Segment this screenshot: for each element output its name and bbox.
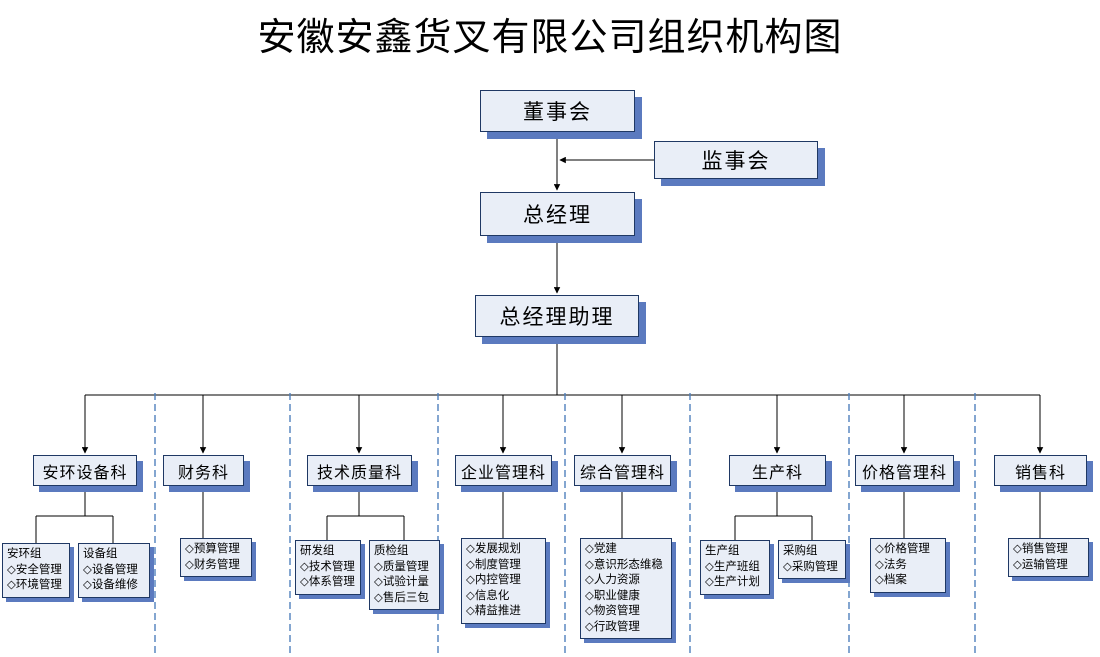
general-manager-box: 总经理 <box>480 192 635 236</box>
duty-box-finance: ◇预算管理 ◇财务管理 <box>180 538 252 578</box>
supervisory-board-box: 监事会 <box>654 141 818 179</box>
dept-box-finance: 财务科 <box>163 455 244 486</box>
duty-item: ◇档案 <box>875 574 907 587</box>
column-dividers <box>154 393 976 657</box>
group-title: 安环组 <box>7 548 42 560</box>
board-of-directors-box: 董事会 <box>480 90 635 132</box>
dept-box-safety-equipment: 安环设备科 <box>33 455 137 486</box>
duty-item: ◇意识形态维稳 <box>585 558 663 571</box>
duty-item: ◇销售管理 <box>1013 543 1068 555</box>
dept-box-price-mgmt: 价格管理科 <box>855 455 954 486</box>
dept-box-tech-quality: 技术质量科 <box>307 455 412 486</box>
duty-item: ◇财务管理 <box>185 558 240 571</box>
group-title: 采购组 <box>783 545 818 557</box>
duty-item: ◇行政管理 <box>585 620 640 633</box>
group-item: ◇技术管理 <box>300 560 355 573</box>
dept-box-enterprise-mgmt: 企业管理科 <box>455 455 552 486</box>
group-item: ◇设备维修 <box>83 579 138 592</box>
dept-box-production: 生产科 <box>729 455 826 486</box>
duty-item: ◇信息化 <box>466 589 510 602</box>
duty-item: ◇价格管理 <box>875 543 930 555</box>
group-item: ◇质量管理 <box>374 560 429 573</box>
dept-box-sales: 销售科 <box>994 455 1087 486</box>
group-box-safety: 安环组 ◇安全管理 ◇环境管理 <box>2 543 70 598</box>
dept-box-general-mgmt: 综合管理科 <box>574 455 671 486</box>
page-title: 安徽安鑫货叉有限公司组织机构图 <box>257 17 843 59</box>
group-item: ◇试验计量 <box>374 576 429 589</box>
group-item: ◇售后三包 <box>374 591 429 604</box>
duty-item: ◇内控管理 <box>466 574 521 587</box>
group-item: ◇生产计划 <box>705 576 760 589</box>
duty-item: ◇党建 <box>585 543 617 555</box>
duty-box-general-mgmt: ◇党建 ◇意识形态维稳 ◇人力资源 ◇职业健康 ◇物资管理 ◇行政管理 <box>580 538 672 640</box>
duty-item: ◇法务 <box>875 558 907 571</box>
duty-item: ◇精益推进 <box>466 605 521 618</box>
group-item: ◇生产班组 <box>705 560 760 573</box>
gm-assistant-box: 总经理助理 <box>475 295 639 337</box>
duty-item: ◇职业健康 <box>585 589 640 602</box>
group-box-production: 生产组 ◇生产班组 ◇生产计划 <box>700 540 770 595</box>
duty-item: ◇物资管理 <box>585 605 640 618</box>
group-box-quality-inspection: 质检组 ◇质量管理 ◇试验计量 ◇售后三包 <box>369 540 440 611</box>
group-item: ◇环境管理 <box>7 579 62 592</box>
duty-box-price-mgmt: ◇价格管理 ◇法务 ◇档案 <box>870 538 946 593</box>
duty-box-sales: ◇销售管理 ◇运输管理 <box>1008 538 1089 578</box>
group-item: ◇安全管理 <box>7 563 62 576</box>
duty-box-enterprise-mgmt: ◇发展规划 ◇制度管理 ◇内控管理 ◇信息化 ◇精益推进 <box>461 538 546 624</box>
group-title: 生产组 <box>705 545 740 557</box>
duty-item: ◇预算管理 <box>185 543 240 555</box>
group-box-procurement: 采购组 ◇采购管理 <box>778 540 846 580</box>
group-box-equipment: 设备组 ◇设备管理 ◇设备维修 <box>78 543 150 598</box>
group-item: ◇体系管理 <box>300 576 355 589</box>
duty-item: ◇制度管理 <box>466 558 521 571</box>
group-item: ◇设备管理 <box>83 563 138 576</box>
group-title: 设备组 <box>83 548 118 560</box>
group-item: ◇采购管理 <box>783 560 838 573</box>
group-box-rnd: 研发组 ◇技术管理 ◇体系管理 <box>295 540 361 595</box>
duty-item: ◇人力资源 <box>585 574 640 587</box>
duty-item: ◇运输管理 <box>1013 558 1068 571</box>
solid-connectors <box>35 132 1044 543</box>
group-title: 研发组 <box>300 545 335 557</box>
group-title: 质检组 <box>374 545 409 557</box>
duty-item: ◇发展规划 <box>466 543 521 555</box>
